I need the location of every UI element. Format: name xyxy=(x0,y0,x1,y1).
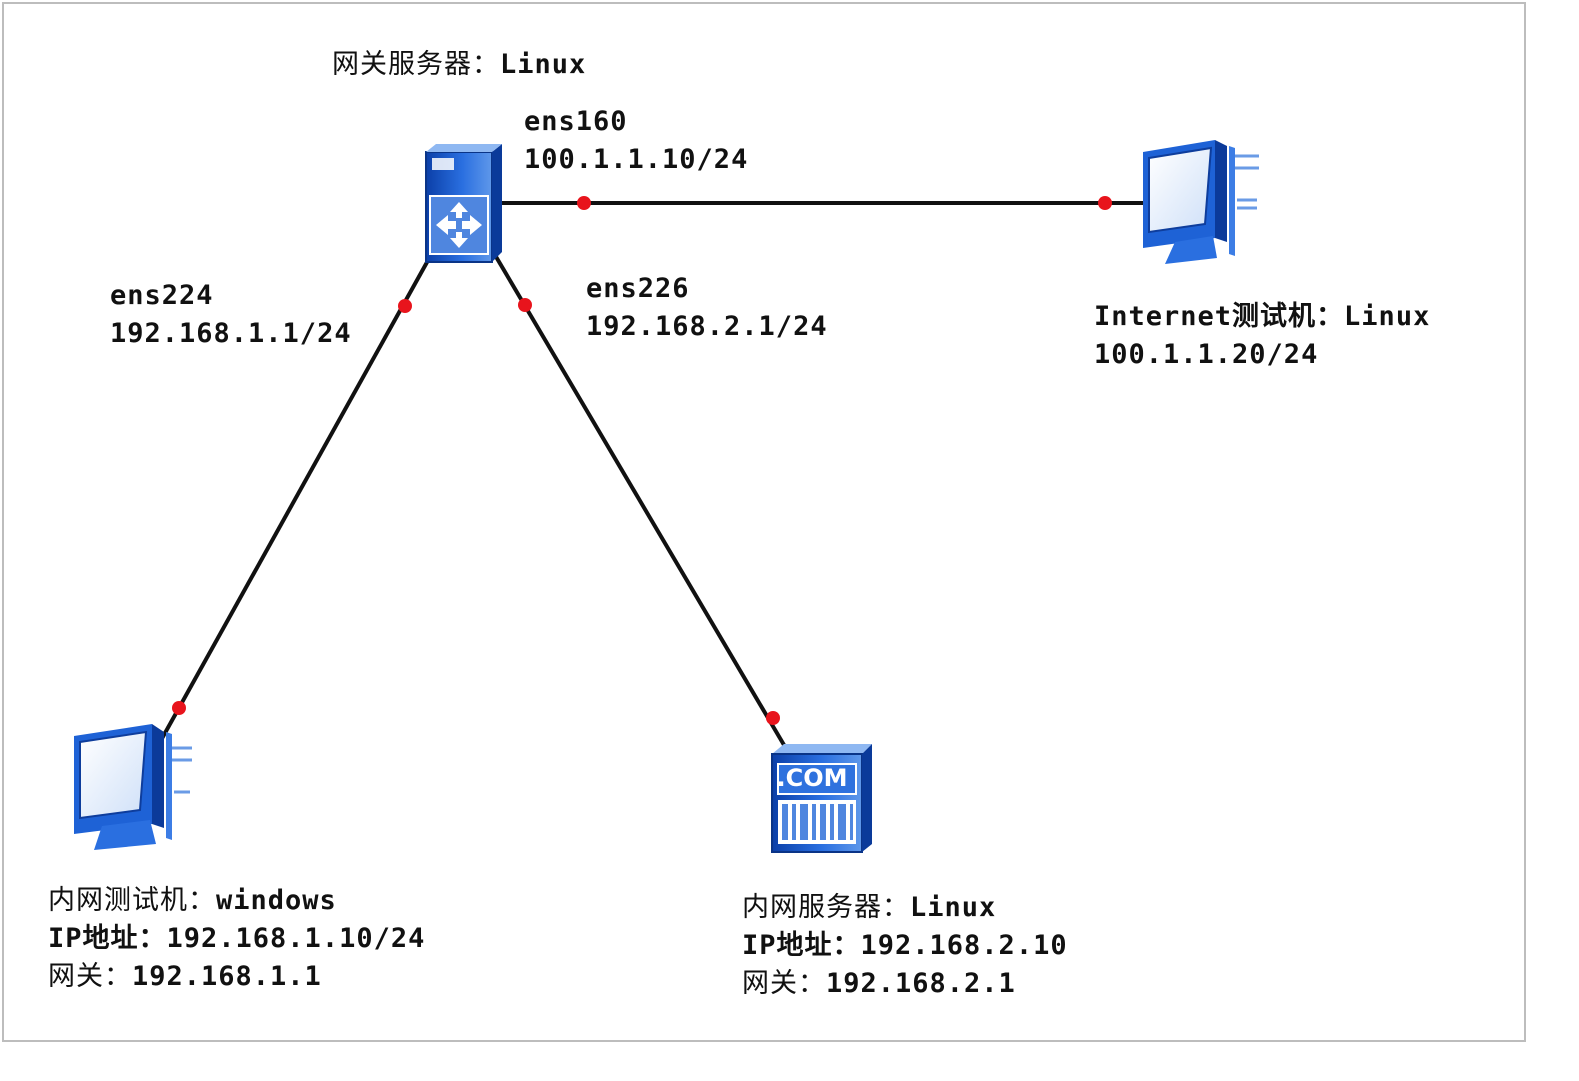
port-dot-internet xyxy=(1098,196,1112,210)
port-dot-lan-client xyxy=(172,701,186,715)
interface-ens160-label: ens160 100.1.1.10/24 xyxy=(524,103,748,179)
gateway-title: 网关服务器：Linux xyxy=(332,46,586,84)
gateway-title-os: Linux xyxy=(500,49,587,80)
web-server-badge: .COM xyxy=(776,764,847,792)
interface-ens224-ip: 192.168.1.1/24 xyxy=(110,318,352,349)
router-server-icon[interactable] xyxy=(425,144,502,263)
interface-ens226-label: ens226 192.168.2.1/24 xyxy=(586,270,828,346)
lan-server-gw-prefix: 网关： xyxy=(742,968,826,999)
port-dot-ens224 xyxy=(398,299,412,313)
internet-host-label: Internet测试机：Linux 100.1.1.20/24 xyxy=(1094,298,1430,374)
lan-server-title-os: Linux xyxy=(910,892,997,923)
interface-ens226-ip: 192.168.2.1/24 xyxy=(586,311,828,342)
gateway-title-prefix: 网关服务器： xyxy=(332,49,500,80)
web-server-icon[interactable] xyxy=(771,744,872,853)
port-dots xyxy=(172,196,1112,725)
port-dot-lan-server xyxy=(766,711,780,725)
port-dot-ens160 xyxy=(577,196,591,210)
lan-client-title-os: windows xyxy=(216,885,337,916)
interface-ens160-ip: 100.1.1.10/24 xyxy=(524,144,749,175)
internet-host-title-os: Linux xyxy=(1344,301,1431,332)
interface-ens160-name: ens160 xyxy=(524,106,628,137)
diagram-frame xyxy=(2,2,1526,1042)
lan-server-ip-prefix: IP地址： xyxy=(742,930,861,961)
internet-host-title-prefix: Internet测试机： xyxy=(1094,301,1345,332)
internet-host-ip: 100.1.1.20/24 xyxy=(1094,339,1319,370)
lan-client-ip-prefix: IP地址： xyxy=(48,923,167,954)
lan-client-gw: 192.168.1.1 xyxy=(132,961,322,992)
lan-server-gw: 192.168.2.1 xyxy=(826,968,1016,999)
pc-icon-internet[interactable] xyxy=(1143,140,1261,264)
lan-server-ip: 192.168.2.10 xyxy=(860,930,1068,961)
lan-client-ip: 192.168.1.10/24 xyxy=(166,923,426,954)
lan-server-label: 内网服务器：Linux IP地址：192.168.2.10 网关：192.168… xyxy=(742,889,1068,1003)
lan-client-label: 内网测试机：windows IP地址：192.168.1.10/24 网关：19… xyxy=(48,882,425,996)
interface-ens224-label: ens224 192.168.1.1/24 xyxy=(110,277,352,353)
port-dot-ens226 xyxy=(518,298,532,312)
interface-ens226-name: ens226 xyxy=(586,273,690,304)
interface-ens224-name: ens224 xyxy=(110,280,214,311)
link-gateway-lan-client[interactable] xyxy=(158,254,433,743)
pc-icon-lan-client[interactable] xyxy=(74,724,192,850)
lan-client-title-prefix: 内网测试机： xyxy=(48,885,216,916)
link-gateway-lan-server[interactable] xyxy=(493,253,786,747)
links xyxy=(158,201,1143,747)
lan-server-title-prefix: 内网服务器： xyxy=(742,892,910,923)
lan-client-gw-prefix: 网关： xyxy=(48,961,132,992)
